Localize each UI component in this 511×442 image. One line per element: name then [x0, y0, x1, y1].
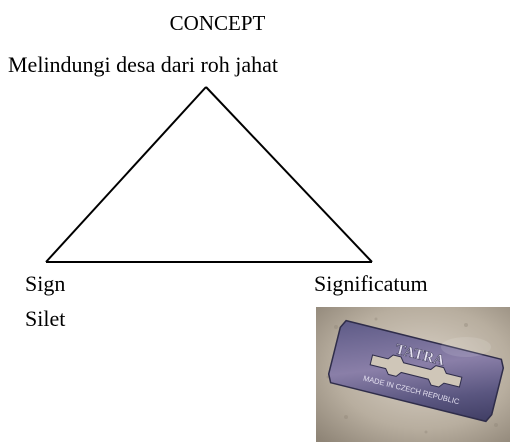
triangle-left-edge [45, 86, 207, 263]
razor-blade-photo: TATRA MADE IN CZECH REPUBLIC [316, 307, 510, 442]
sign-value: Silet [25, 306, 66, 331]
razor-blade-image: TATRA MADE IN CZECH REPUBLIC [316, 307, 510, 442]
significatum-label: Significatum [314, 271, 428, 296]
concept-title: CONCEPT [169, 11, 266, 35]
sign-label: Sign [25, 271, 66, 296]
triangle-right-edge [205, 86, 373, 263]
concept-text: Melindungi desa dari roh jahat [8, 52, 279, 77]
